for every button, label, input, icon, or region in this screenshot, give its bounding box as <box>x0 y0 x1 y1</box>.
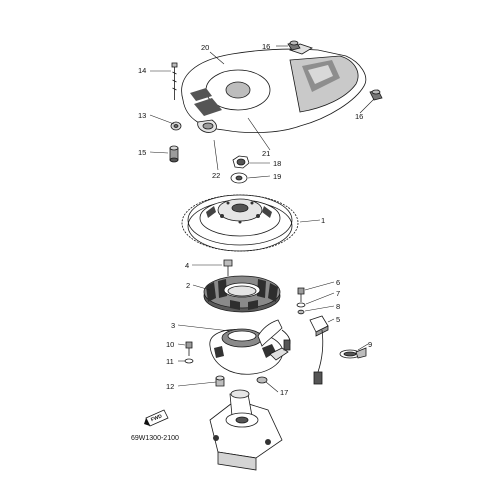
callout-16-top: 16 <box>262 42 270 51</box>
plug-17 <box>256 376 268 384</box>
callout-5: 5 <box>336 315 340 324</box>
callout-19: 19 <box>273 172 281 181</box>
callout-9: 9 <box>368 340 372 349</box>
callout-22: 22 <box>212 171 220 180</box>
fwd-direction-badge: FWD <box>144 409 169 427</box>
callout-7: 7 <box>336 289 340 298</box>
callout-20: 20 <box>201 43 209 52</box>
callout-10: 10 <box>166 340 174 349</box>
callout-16-right: 16 <box>355 112 363 121</box>
fwd-badge-label: FWD <box>150 413 163 423</box>
screw-10 <box>185 341 193 356</box>
flywheel <box>181 194 299 252</box>
collar-12 <box>215 375 225 387</box>
collar-15 <box>169 145 179 163</box>
stator-coil <box>203 275 281 313</box>
clamp-9 <box>339 347 367 359</box>
leader-lines <box>149 45 375 393</box>
callout-4: 4 <box>185 261 189 270</box>
flywheel-cover <box>181 43 367 134</box>
callout-14: 14 <box>138 66 146 75</box>
callout-2: 2 <box>186 281 190 290</box>
grommet-13 <box>170 121 182 131</box>
callout-1: 1 <box>321 216 325 225</box>
collar-8 <box>297 309 305 315</box>
callout-13: 13 <box>138 111 146 120</box>
callout-8: 8 <box>336 302 340 311</box>
bolt-14 <box>171 62 178 100</box>
callout-3: 3 <box>171 321 175 330</box>
pulser-coil <box>309 315 329 385</box>
callout-labels: 20 14 16 16 13 15 21 22 18 19 1 4 2 3 6 … <box>138 42 372 397</box>
cap-16-top <box>287 40 301 51</box>
callout-21: 21 <box>262 149 270 158</box>
catalog-number: 69W1300-2100 <box>131 435 179 442</box>
crankcase-boss <box>209 389 283 471</box>
washer-11 <box>184 358 194 364</box>
callout-17: 17 <box>280 388 288 397</box>
nut-18 <box>232 155 250 169</box>
callout-18: 18 <box>273 159 281 168</box>
bolt-4 <box>223 259 233 276</box>
base-assembly <box>209 319 291 375</box>
callout-6: 6 <box>336 278 340 287</box>
callout-12: 12 <box>166 382 174 391</box>
washer-7 <box>296 302 306 308</box>
bolt-6 <box>297 287 305 302</box>
washer-19 <box>230 172 248 184</box>
cap-16-right <box>369 89 383 101</box>
callout-11: 11 <box>166 357 174 366</box>
callout-15: 15 <box>138 148 146 157</box>
